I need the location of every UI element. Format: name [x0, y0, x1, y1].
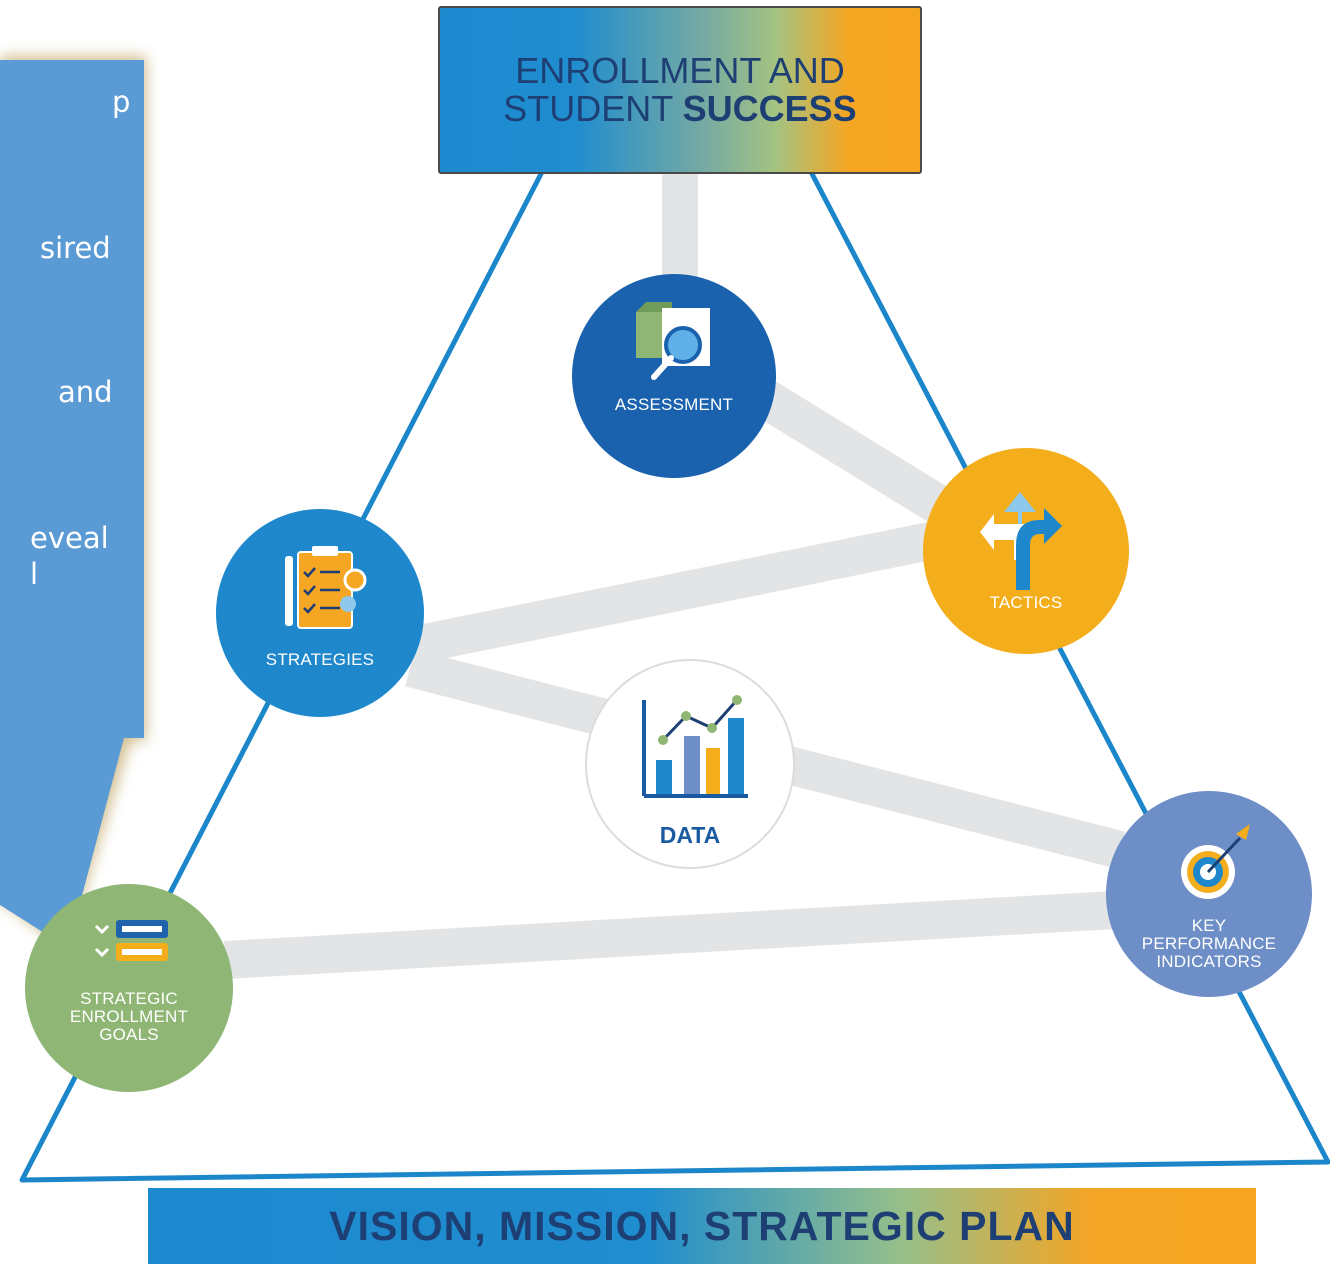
assessment-node: [572, 274, 776, 478]
data-label: DATA: [659, 822, 721, 848]
target-arrow-icon: [1181, 824, 1250, 899]
checkbox-list-icon: [94, 920, 168, 961]
callout-fragment: and: [58, 375, 113, 409]
strategies-label: STRATEGIES: [265, 650, 375, 669]
data-node: [585, 659, 795, 869]
title-bold: SUCCESS: [682, 88, 857, 129]
kpi-label: KEY PERFORMANCE INDICATORS: [1109, 917, 1309, 971]
connector-goals-kpi: [223, 891, 1117, 979]
goals-label-line: GOALS: [99, 1025, 159, 1044]
title-line-2: STUDENT SUCCESS: [503, 90, 856, 128]
title-box: ENROLLMENT AND STUDENT SUCCESS: [438, 6, 922, 174]
assessment-label: ASSESSMENT: [614, 395, 734, 414]
bar-line-chart-icon: [642, 695, 748, 798]
callout-bubble: [0, 60, 144, 948]
callout-fragment: sired: [40, 231, 111, 265]
tactics-label: TACTICS: [989, 593, 1063, 612]
directional-arrows-icon: [980, 492, 1062, 590]
goals-node: [25, 884, 233, 1092]
callout-text: p sired and eveal l: [0, 60, 146, 740]
magnifier-documents-icon: [636, 302, 710, 380]
foundation-label: VISION, MISSION, STRATEGIC PLAN: [329, 1202, 1075, 1249]
callout-fragment: p: [112, 85, 131, 119]
callout-fragment: l: [30, 557, 39, 591]
goals-label-line: STRATEGIC: [80, 989, 178, 1008]
connector-strategies-tactics: [411, 521, 939, 664]
goals-label: STRATEGIC ENROLLMENT GOALS: [29, 990, 229, 1044]
kpi-node: [1106, 791, 1312, 997]
connector-assessment-tactics: [749, 377, 966, 533]
title-line-1: ENROLLMENT AND: [515, 50, 845, 91]
callout-fragment: eveal: [30, 521, 109, 555]
foundation-bar: VISION, MISSION, STRATEGIC PLAN: [148, 1188, 1256, 1264]
strategies-node: [216, 509, 424, 717]
kpi-label-line: PERFORMANCE: [1141, 934, 1277, 953]
title-regular: STUDENT: [503, 88, 683, 129]
tactics-node: [923, 448, 1129, 654]
kpi-label-line: KEY: [1191, 916, 1227, 935]
checklist-clipboard-icon: [285, 546, 367, 629]
goals-label-line: ENROLLMENT: [69, 1007, 189, 1026]
kpi-label-line: INDICATORS: [1156, 952, 1262, 971]
